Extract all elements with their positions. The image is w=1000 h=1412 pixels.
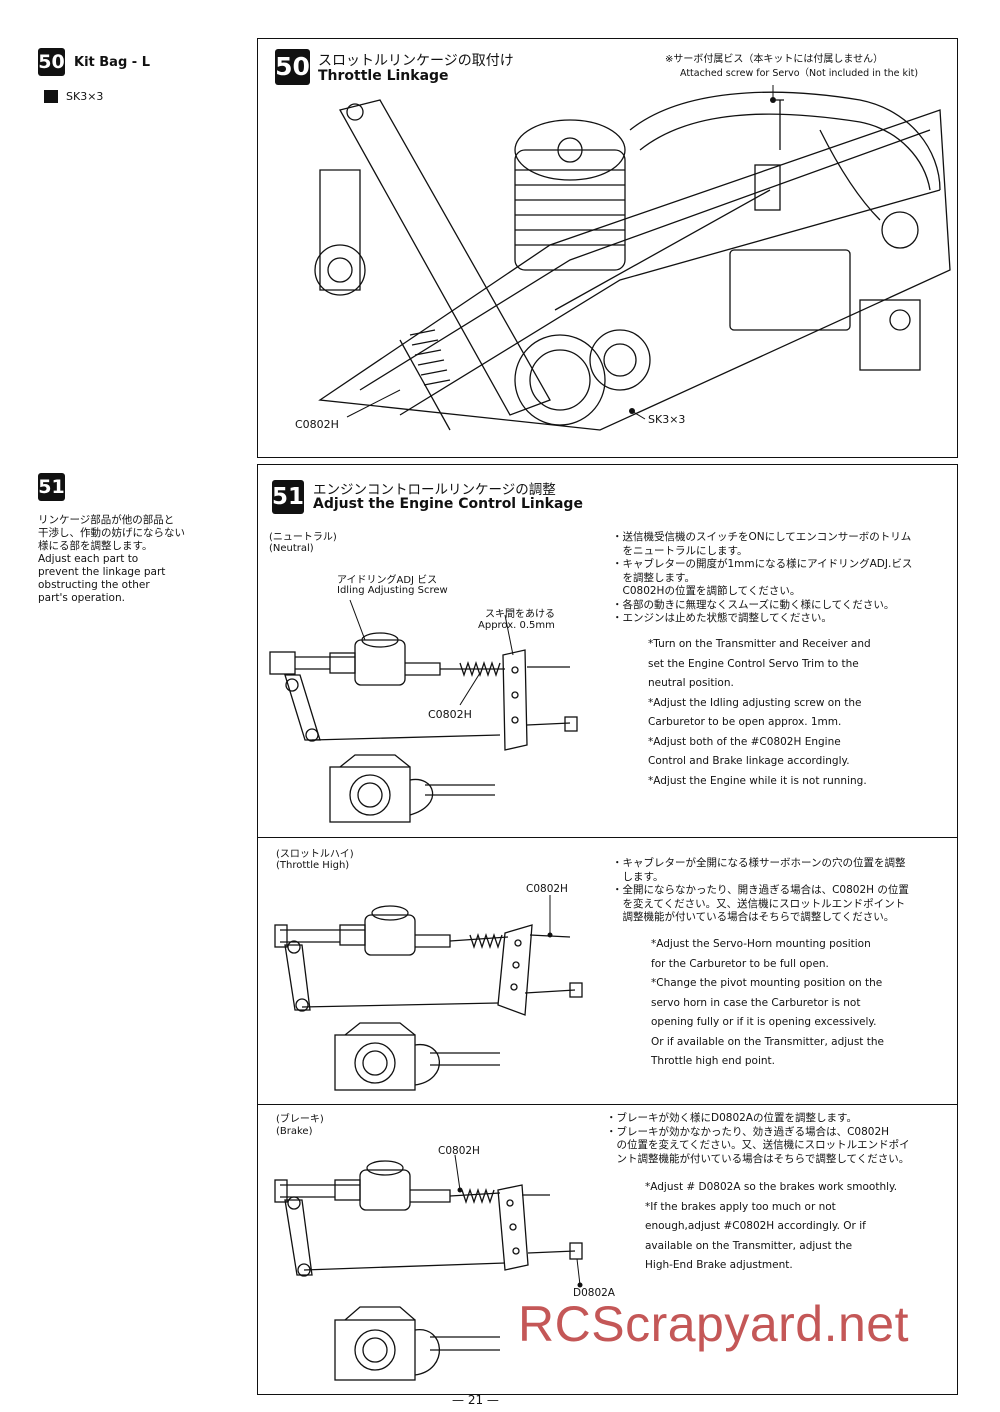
high-en-6: Or if available on the Transmitter, adju…: [651, 1035, 884, 1048]
brake-en-1: *Adjust # D0802A so the brakes work smoo…: [645, 1181, 898, 1193]
sidebar-note: リンケージ部品が他の部品と 干渉し、作動の妨げにならない 様にる部を調整します。…: [38, 514, 218, 605]
high-jp-4: を変えてください。又、送信機にスロットルエンドポイント: [612, 897, 906, 910]
step-50-panel: [257, 38, 958, 458]
high-jp-1: ・キャブレターが全開になる様サーボホーンの穴の位置を調整: [612, 857, 906, 869]
brake-text-jp: ・ブレーキが効く様にD0802Aの位置を調整します。 ・ブレーキが効かなかったり…: [606, 1112, 910, 1166]
brake-text-en: *Adjust # D0802A so the brakes work smoo…: [645, 1178, 897, 1276]
step-51-sidebar-badge: 51: [38, 473, 65, 501]
watermark: RCScrapyard.net: [518, 1296, 909, 1352]
idle-screw-label-en: Idling Adjusting Screw: [337, 585, 448, 596]
step-50-badge: 50: [38, 48, 65, 76]
neutral-jp-5: C0802Hの位置を調節してください。: [612, 585, 801, 597]
chassis-illustration: [314, 85, 951, 431]
servo-screw-note-en: Attached screw for Servo（Not included in…: [680, 68, 919, 79]
sidebar-note-en-1: Adjust each part to: [38, 553, 139, 565]
high-text-jp: ・キャブレターが全開になる様サーボホーンの穴の位置を調整 します。 ・全開になら…: [612, 857, 909, 925]
sk3x3-label: SK3×3: [648, 413, 686, 426]
sidebar-note-jp-2: 干渉し、作動の妨げにならない: [38, 527, 185, 539]
neutral-jp-7: ・エンジンは止めた状態で調整してください。: [612, 612, 832, 624]
brake-jp-3: の位置を変えてください。又、送信機にスロットルエンドポイ: [606, 1139, 910, 1151]
high-jp-2: します。: [612, 870, 664, 883]
neutral-en-7: Control and Brake linkage accordingly.: [648, 755, 850, 767]
step-50-title-jp: スロットルリンケージの取付け: [318, 53, 514, 69]
sidebar-note-jp-3: 様にる部を調整します。: [38, 540, 153, 552]
brake-part-label-bottom: D0802A: [573, 1287, 615, 1299]
high-en-4: servo horn in case the Carburetor is not: [651, 996, 861, 1009]
high-en-1: *Adjust the Servo-Horn mounting position: [651, 938, 871, 950]
neutral-en-3: neutral position.: [648, 677, 734, 689]
high-part-label: C0802H: [526, 883, 568, 895]
step-51-badge-main: 51: [272, 480, 304, 514]
brake-heading-en: (Brake): [276, 1126, 313, 1137]
neutral-jp-4: を調整します。: [612, 571, 695, 584]
high-heading-en: (Throttle High): [276, 860, 350, 871]
brake-en-2: *If the brakes apply too much or not: [645, 1200, 836, 1213]
step-51-title-en: Adjust the Engine Control Linkage: [313, 496, 583, 512]
neutral-text-en: *Turn on the Transmitter and Receiver an…: [648, 635, 871, 791]
neutral-jp-6: ・各部の動きに無理なくスムーズに動く様にしてください。: [612, 598, 895, 611]
high-text-en: *Adjust the Servo-Horn mounting position…: [651, 935, 884, 1072]
neutral-en-8: *Adjust the Engine while it is not runni…: [648, 774, 867, 787]
high-en-7: Throttle high end point.: [651, 1055, 775, 1067]
neutral-en-1: *Turn on the Transmitter and Receiver an…: [648, 638, 871, 650]
sidebar-note-jp-1: リンケージ部品が他の部品と: [38, 514, 175, 526]
neutral-part-label: C0802H: [428, 708, 472, 721]
brake-part-label-top: C0802H: [438, 1145, 480, 1157]
neutral-jp-1: ・送信機受信機のスイッチをONにしてエンコンサーボのトリム: [612, 531, 912, 543]
step-50-badge-main: 50: [275, 49, 310, 85]
section-divider-1: [257, 837, 958, 838]
brake-jp-1: ・ブレーキが効く様にD0802Aの位置を調整します。: [606, 1112, 857, 1124]
brake-illustration: [274, 1154, 583, 1381]
brake-en-3: enough,adjust #C0802H accordingly. Or if: [645, 1220, 866, 1232]
high-en-5: opening fully or if it is opening excess…: [651, 1016, 877, 1028]
brake-heading-jp: (ブレーキ): [276, 1114, 324, 1125]
step-51-title-jp: エンジンコントロールリンケージの調整: [313, 482, 556, 498]
sidebar-note-en-3: obstructing the other: [38, 579, 150, 591]
neutral-en-2: set the Engine Control Servo Trim to the: [648, 657, 859, 670]
gap-label-jp: スキ間をあける: [485, 609, 555, 620]
neutral-en-4: *Adjust the Idling adjusting screw on th…: [648, 696, 862, 709]
high-jp-5: 調整機能が付いている場合はそちらで調整してください。: [612, 911, 895, 923]
high-jp-3: ・全開にならなかったり、開き過ぎる場合は、C0802H の位置: [612, 884, 909, 896]
brake-en-4: available on the Transmitter, adjust the: [645, 1239, 853, 1252]
step-51-panel: [257, 464, 958, 1395]
neutral-jp-3: ・キャブレターの開度が1mmになる様にアイドリングADJ.ビス: [612, 558, 913, 570]
brake-en-5: High-End Brake adjustment.: [645, 1259, 793, 1271]
step-50-title-en: Throttle Linkage: [318, 68, 449, 84]
brake-jp-4: ント調整機能が付いている場合はそちらで調整してください。: [606, 1152, 910, 1165]
servo-screw-note-jp: ※サーボ付属ビス（本キットには付属しません）: [665, 54, 884, 65]
sidebar-note-en-4: part's operation.: [38, 592, 125, 604]
neutral-heading-jp: (ニュートラル): [269, 532, 337, 543]
neutral-en-6: *Adjust both of the #C0802H Engine: [648, 735, 841, 748]
neutral-illustration: [269, 599, 578, 823]
high-en-2: for the Carburetor to be full open.: [651, 957, 829, 970]
brake-jp-2: ・ブレーキが効かなかったり、効き過ぎる場合は、C0802H: [606, 1125, 890, 1138]
gap-label-en: Approx. 0.5mm: [478, 620, 555, 631]
high-heading-jp: (スロットルハイ): [276, 849, 354, 860]
c0802h-label: C0802H: [295, 418, 339, 431]
idle-screw-label-jp: アイドリングADJ ビス: [337, 575, 438, 586]
kit-part-label: SK3×3: [66, 90, 104, 103]
throttle-high-illustration: [274, 895, 583, 1091]
neutral-jp-2: をニュートラルにします。: [612, 544, 748, 557]
kit-bag-label: Kit Bag - L: [74, 55, 150, 70]
neutral-heading-en: (Neutral): [269, 543, 314, 554]
neutral-text-jp: ・送信機受信機のスイッチをONにしてエンコンサーボのトリム をニュートラルにしま…: [612, 531, 912, 626]
sidebar-note-en-2: prevent the linkage part: [38, 566, 166, 578]
section-divider-2: [257, 1104, 958, 1105]
screw-icon: [44, 90, 58, 103]
page-number: — 21 —: [452, 1393, 499, 1407]
neutral-en-5: Carburetor to be open approx. 1mm.: [648, 716, 842, 728]
high-en-3: *Change the pivot mounting position on t…: [651, 977, 883, 989]
